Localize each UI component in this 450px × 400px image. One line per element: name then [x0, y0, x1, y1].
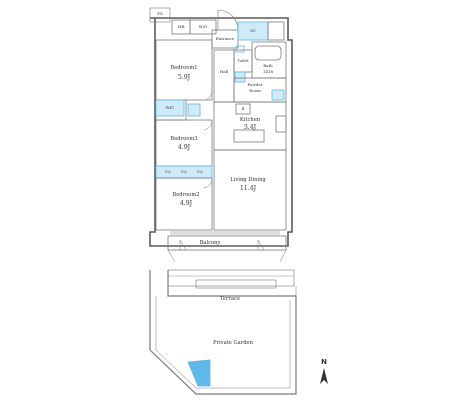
ps-label: PS	[157, 11, 163, 16]
bedroom2-area: 4.9J	[179, 200, 193, 207]
bedroom2-room	[155, 177, 213, 231]
bedroom3-room	[155, 119, 213, 167]
hall-label: Hall	[219, 69, 229, 74]
kitchen-counter	[233, 129, 265, 143]
north-arrow-icon	[320, 368, 328, 384]
bedroom1-label: Bedroom1	[170, 65, 198, 71]
north-label: N	[321, 358, 327, 366]
mb-label: MB	[177, 24, 185, 29]
bedroom1-area: 5.9J	[177, 74, 191, 81]
kitchen-label: Kitchen	[239, 117, 261, 123]
terrace-label: Terrace	[219, 296, 241, 302]
powder-sink	[271, 89, 285, 101]
bathtub	[254, 45, 282, 61]
washbasin	[235, 45, 245, 53]
cl-label-2: CL	[181, 169, 187, 174]
sc-right	[267, 21, 285, 41]
bath-label: Bath	[263, 63, 273, 68]
terrace-area	[167, 269, 295, 287]
kitchen-area: 3.4J	[243, 124, 257, 131]
entrance-door	[217, 9, 239, 31]
wic-label: WIC	[165, 105, 175, 110]
garden-outline	[149, 270, 297, 395]
garden-inner	[155, 296, 291, 389]
balcony-rail	[167, 249, 287, 263]
bath-size: 1418	[262, 69, 274, 74]
living-label: Living Dining	[230, 177, 266, 183]
living-area: 11.4J	[239, 185, 257, 192]
r-box	[235, 103, 251, 115]
wd-label: W/D	[198, 24, 208, 29]
bedroom2-label: Bedroom2	[172, 192, 200, 198]
hall-room	[213, 49, 235, 103]
garden-label: Private Garden	[213, 340, 253, 346]
sc-label: SC	[250, 28, 256, 33]
balcony-label: Balcony	[199, 240, 221, 246]
living-room	[213, 149, 287, 231]
garden-water	[187, 359, 211, 387]
wd-box	[189, 19, 217, 35]
outer-wall	[149, 17, 293, 247]
kitchen-fridge	[275, 115, 287, 133]
bedroom3-label: Bedroom3	[170, 136, 198, 142]
bedroom3-area: 4.9J	[177, 144, 191, 151]
bedroom3-door	[203, 121, 213, 131]
cl-label-3: CL	[197, 169, 203, 174]
toilet-tile	[234, 71, 246, 83]
bedroom1-door	[205, 89, 213, 101]
terrace-box	[195, 279, 277, 289]
toilet-label: Toilet	[237, 58, 249, 63]
wic-shelf	[155, 99, 185, 117]
entrance-label: Entrance	[215, 36, 235, 41]
wic-closet-blue	[187, 103, 201, 117]
bedroom2-door	[203, 179, 213, 189]
r-label: R	[241, 106, 245, 111]
powder-label: Powder Room	[247, 82, 263, 93]
balcony-area	[167, 235, 287, 251]
cl-label-1: CL	[165, 169, 171, 174]
ps-box	[149, 7, 171, 23]
